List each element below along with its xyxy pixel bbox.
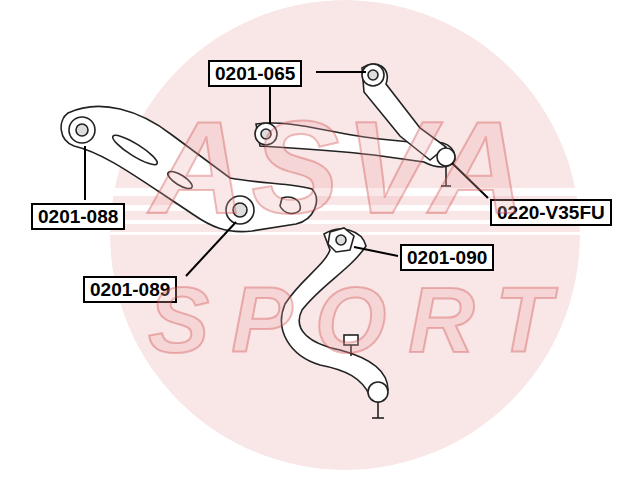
callout-box: 0201-090 <box>400 244 494 271</box>
part-number: 0201-090 <box>407 247 487 268</box>
part-number: 0201-065 <box>215 63 295 84</box>
callout-box: 0201-088 <box>31 203 125 230</box>
watermark-text: SPORT <box>148 268 573 373</box>
callout-box: 0201-065 <box>208 60 302 87</box>
watermark-text: ASVA <box>150 92 531 243</box>
watermark-disc <box>100 0 600 470</box>
part-number: 0201-088 <box>38 206 118 227</box>
